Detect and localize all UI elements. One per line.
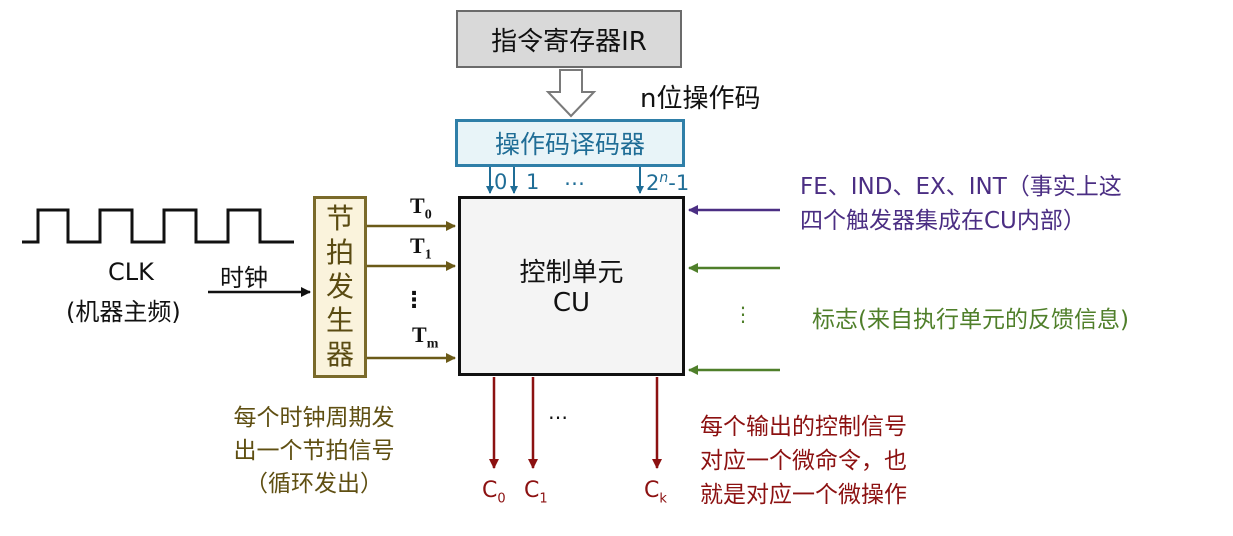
clk-arrow-label: 时钟 bbox=[220, 264, 268, 292]
opcode-decoder-label: 操作码译码器 bbox=[494, 130, 645, 159]
output-ck-sub: k bbox=[659, 491, 667, 507]
flags-top-line: 四个触发器集成在CU内部） bbox=[800, 208, 1086, 234]
flags-dots: ⋮ bbox=[733, 302, 753, 326]
beat-generator-char: 节 bbox=[325, 202, 354, 235]
output-ck-base: C bbox=[644, 478, 660, 503]
instruction-register-label: 指令寄存器IR bbox=[491, 26, 647, 57]
beat-generator-char: 发 bbox=[325, 270, 354, 303]
output-c1-label: C1 bbox=[524, 478, 548, 506]
control-unit-box bbox=[458, 196, 685, 376]
output-ck-label: Ck bbox=[644, 478, 667, 506]
flags-label: 标志(来自执行单元的反馈信息) bbox=[812, 307, 1129, 333]
decoder-out-last-label: 2n-1 bbox=[646, 170, 689, 195]
decoder-out-1-label: 1 bbox=[526, 170, 540, 194]
ir-to-decoder-arrow bbox=[545, 69, 597, 118]
decoder-out-dots: … bbox=[564, 166, 585, 190]
control-unit-subtitle: CU bbox=[552, 288, 591, 318]
output-c1-base: C bbox=[524, 478, 540, 503]
flags-top-line: FE、IND、EX、INT（事实上这 bbox=[800, 174, 1122, 200]
flags-top-note: FE、IND、EX、INT（事实上这 四个触发器集成在CU内部） bbox=[800, 170, 1122, 238]
beat-note-line: 出一个节拍信号 bbox=[233, 438, 395, 464]
beat-note-line: 每个时钟周期发 bbox=[233, 405, 395, 431]
decoder-out-last-tail: -1 bbox=[668, 171, 690, 195]
beat-t0-sub: 0 bbox=[424, 207, 432, 223]
beat-t1-label: T1 bbox=[410, 233, 432, 263]
beat-generator-char: 器 bbox=[325, 338, 354, 371]
output-note: 每个输出的控制信号 对应一个微命令，也 就是对应一个微操作 bbox=[700, 410, 907, 512]
beat-note-line: （循环发出） bbox=[245, 471, 383, 497]
decoder-out-last-base: 2 bbox=[646, 171, 660, 195]
clk-label: CLK bbox=[108, 258, 154, 286]
clk-waveform bbox=[22, 208, 294, 244]
beat-note: 每个时钟周期发 出一个节拍信号 （循环发出） bbox=[210, 402, 418, 501]
control-unit-title: 控制单元 bbox=[519, 258, 624, 288]
opcode-label: n位操作码 bbox=[640, 84, 761, 114]
clk-desc: (机器主频) bbox=[66, 298, 181, 326]
opcode-decoder-box: 操作码译码器 bbox=[455, 119, 685, 167]
beat-generator-box: 节 拍 发 生 器 bbox=[313, 196, 367, 378]
beat-t1-sub: 1 bbox=[424, 247, 432, 263]
beat-dots: ⋮ bbox=[403, 288, 425, 313]
output-c1-sub: 1 bbox=[539, 491, 548, 507]
instruction-register-box: 指令寄存器IR bbox=[456, 10, 682, 68]
output-c0-base: C bbox=[482, 478, 498, 503]
beat-tm-base: T bbox=[412, 322, 427, 347]
output-c0-label: C0 bbox=[482, 478, 506, 506]
beat-generator-char: 生 bbox=[325, 304, 354, 337]
beat-t0-base: T bbox=[410, 193, 425, 218]
beat-generator-char: 拍 bbox=[325, 236, 354, 269]
beat-tm-sub: m bbox=[426, 336, 439, 352]
output-note-line: 就是对应一个微操作 bbox=[700, 482, 907, 508]
beat-t1-base: T bbox=[410, 233, 425, 258]
decoder-out-last-exp: n bbox=[659, 170, 669, 186]
output-note-line: 每个输出的控制信号 bbox=[700, 414, 907, 440]
beat-t0-label: T0 bbox=[410, 193, 432, 223]
decoder-out-0-label: 0 bbox=[494, 170, 508, 194]
beat-tm-label: Tm bbox=[412, 322, 438, 352]
output-dots: … bbox=[548, 400, 568, 424]
output-note-line: 对应一个微命令，也 bbox=[700, 448, 907, 474]
output-c0-sub: 0 bbox=[497, 491, 506, 507]
